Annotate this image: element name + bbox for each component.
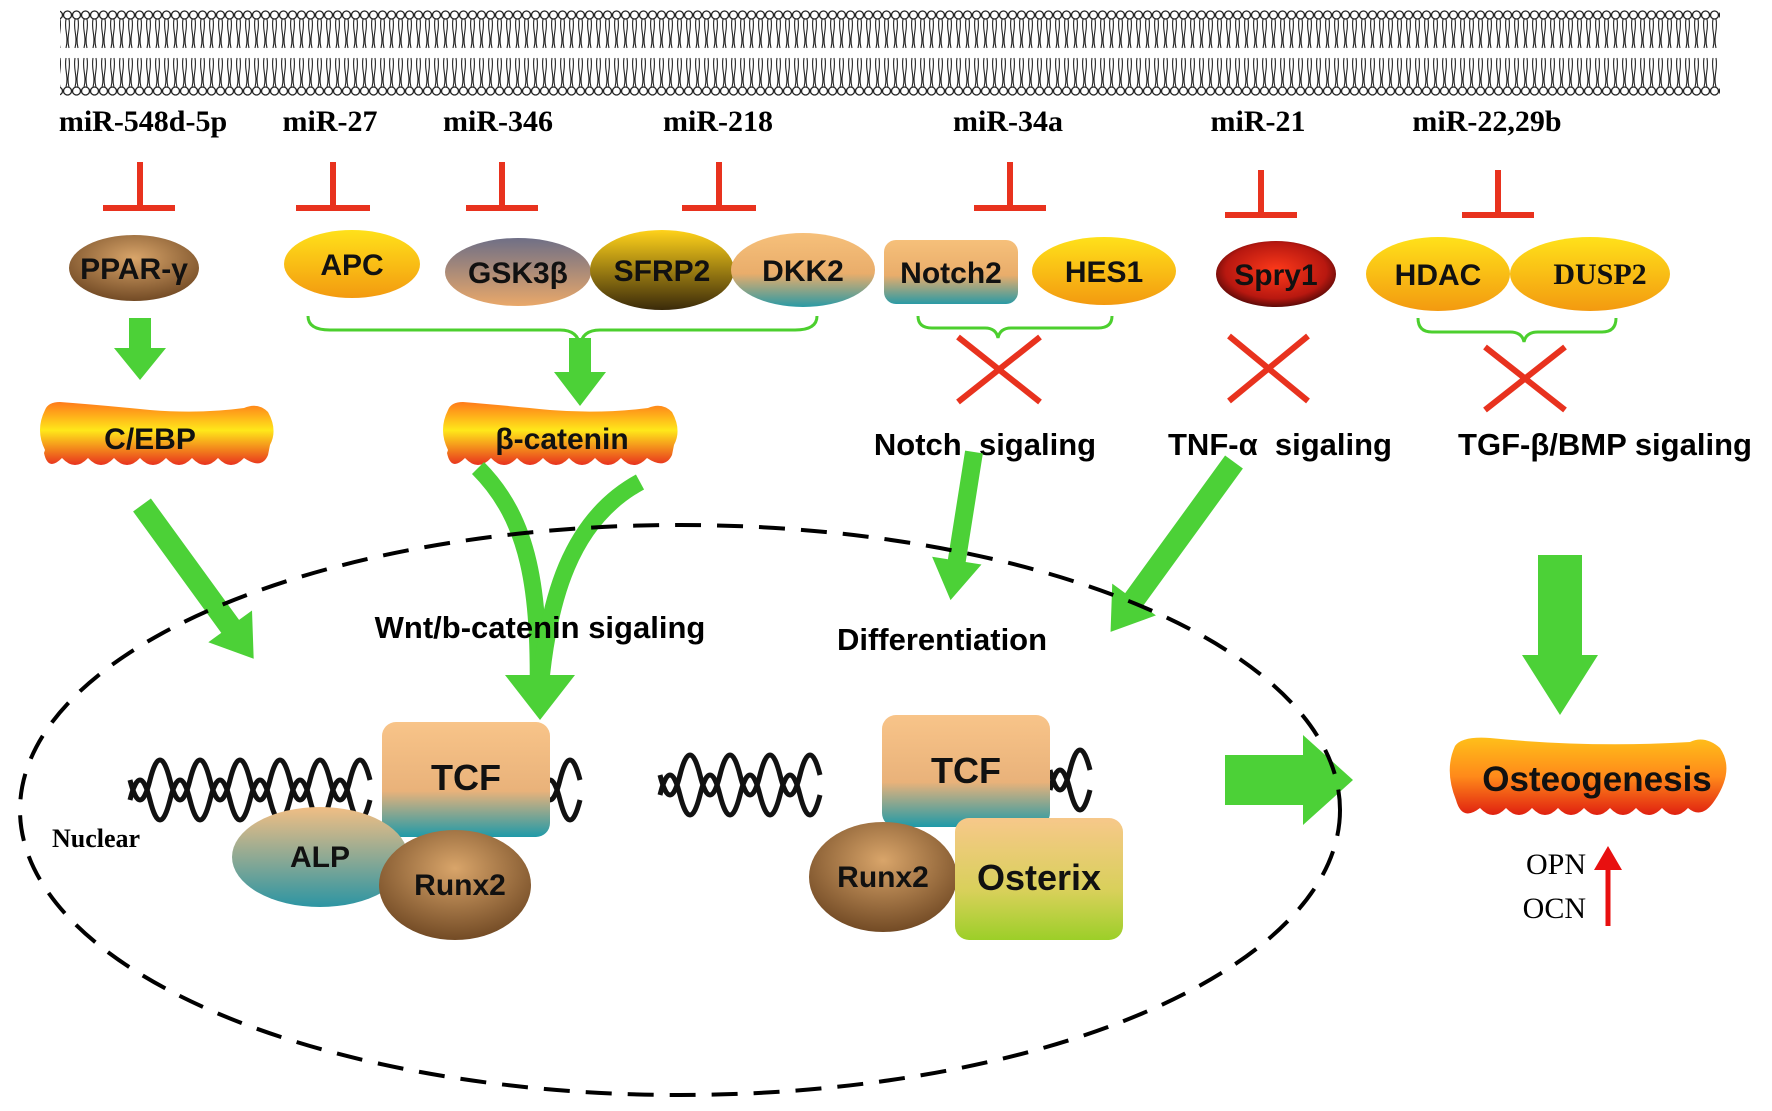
inhibition-symbol: [682, 162, 756, 211]
beta-catenin-mediator: [443, 402, 678, 465]
inhibition-symbol: [1462, 170, 1534, 218]
apc-node: [284, 230, 420, 298]
activation-arrow: [554, 338, 606, 406]
dkk2-label: DKK2: [762, 255, 844, 288]
activation-arrow: [1225, 735, 1353, 825]
gsk3b-node: [445, 238, 591, 306]
tcf-right-label: TCF: [931, 750, 1001, 791]
inhibition-symbol: [466, 162, 538, 211]
block-mark: [1483, 344, 1567, 413]
runx2-left-node: [379, 830, 531, 940]
mirna-label: miR-21: [1211, 105, 1306, 138]
inhibition-symbol: [1225, 170, 1297, 218]
mirna-label: miR-548d-5p: [59, 105, 227, 138]
cell-membrane: [60, 10, 1720, 96]
mirna-label: miR-27: [283, 105, 378, 138]
ocn-marker: OCN: [1523, 892, 1586, 925]
notch2-label: Notch2: [900, 257, 1002, 290]
sfrp2-label: SFRP2: [614, 255, 711, 288]
tnf-signaling-label: TNF-α sigaling: [1168, 427, 1392, 462]
dkk2-node: [731, 233, 875, 307]
tgf-bmp-signaling-label: TGF-β/BMP sigaling: [1458, 427, 1752, 462]
osteogenesis-label: Osteogenesis: [1482, 760, 1712, 799]
mirna-label: miR-346: [443, 105, 553, 138]
activation-arrow: [1522, 555, 1598, 715]
beta-catenin-arrow-right: [531, 474, 645, 691]
nucleus-boundary: [18, 523, 1342, 1097]
gsk3b-label: GSK3β: [468, 257, 568, 290]
alp-label: ALP: [290, 841, 350, 874]
inhibition-symbol: [296, 162, 370, 211]
osteogenesis-outcome: [1449, 737, 1727, 815]
activation-arrow: [932, 450, 983, 601]
runx2-right-node: [809, 822, 957, 932]
differentiation-label: Differentiation: [837, 622, 1047, 657]
mirna-label: miR-22,29b: [1412, 105, 1561, 138]
spry1-node: [1216, 241, 1336, 307]
apc-label: APC: [320, 249, 383, 282]
sfrp2-node: [590, 230, 734, 310]
mirna-label: miR-218: [663, 105, 773, 138]
ppar-gamma-node: [69, 235, 199, 301]
activation-arrow: [133, 498, 254, 659]
ppar-gamma-label: PPAR-γ: [80, 253, 188, 286]
nucleus-label: Nuclear: [52, 824, 140, 853]
hes1-node: [1032, 237, 1176, 305]
activation-arrow: [1110, 455, 1243, 632]
hes1-label: HES1: [1065, 256, 1143, 289]
dusp2-node: [1510, 237, 1670, 311]
inhibition-symbol: [974, 162, 1046, 211]
cebp-mediator: [40, 402, 274, 465]
mirna-label: miR-34a: [953, 105, 1063, 138]
dna-helix-right: [657, 747, 1093, 818]
notch2-node: [884, 240, 1018, 304]
notch-target-brace: [916, 315, 1114, 339]
tcf-right-node: [882, 715, 1050, 827]
inhibition-symbol: [103, 162, 175, 211]
opn-marker: OPN: [1526, 848, 1586, 881]
cebp-label: C/EBP: [104, 423, 196, 456]
hdac-label: HDAC: [1395, 259, 1482, 292]
runx2-right-label: Runx2: [837, 861, 929, 894]
activation-arrow: [114, 318, 166, 380]
tgf-target-brace: [1416, 317, 1618, 343]
beta-catenin-label: β-catenin: [495, 423, 628, 456]
block-mark: [1227, 333, 1310, 404]
hdac-node: [1366, 237, 1510, 311]
upregulation-arrow-icon: [1594, 846, 1622, 926]
tcf-left-node: [382, 722, 550, 837]
runx2-left-label: Runx2: [414, 869, 506, 902]
tcf-arrow-head: [505, 675, 575, 720]
beta-catenin-arrow-left: [471, 461, 547, 701]
wnt-signaling-label: Wnt/b-catenin sigaling: [375, 610, 706, 645]
tcf-left-label: TCF: [431, 757, 501, 798]
osterix-node: [955, 818, 1123, 940]
alp-node: [232, 807, 408, 907]
block-mark: [956, 334, 1042, 405]
notch-signaling-label: Notch sigaling: [874, 427, 1096, 462]
osterix-label: Osterix: [977, 857, 1101, 898]
dusp2-label: DUSP2: [1553, 258, 1646, 291]
wnt-target-brace: [306, 315, 819, 347]
spry1-label: Spry1: [1234, 259, 1317, 292]
